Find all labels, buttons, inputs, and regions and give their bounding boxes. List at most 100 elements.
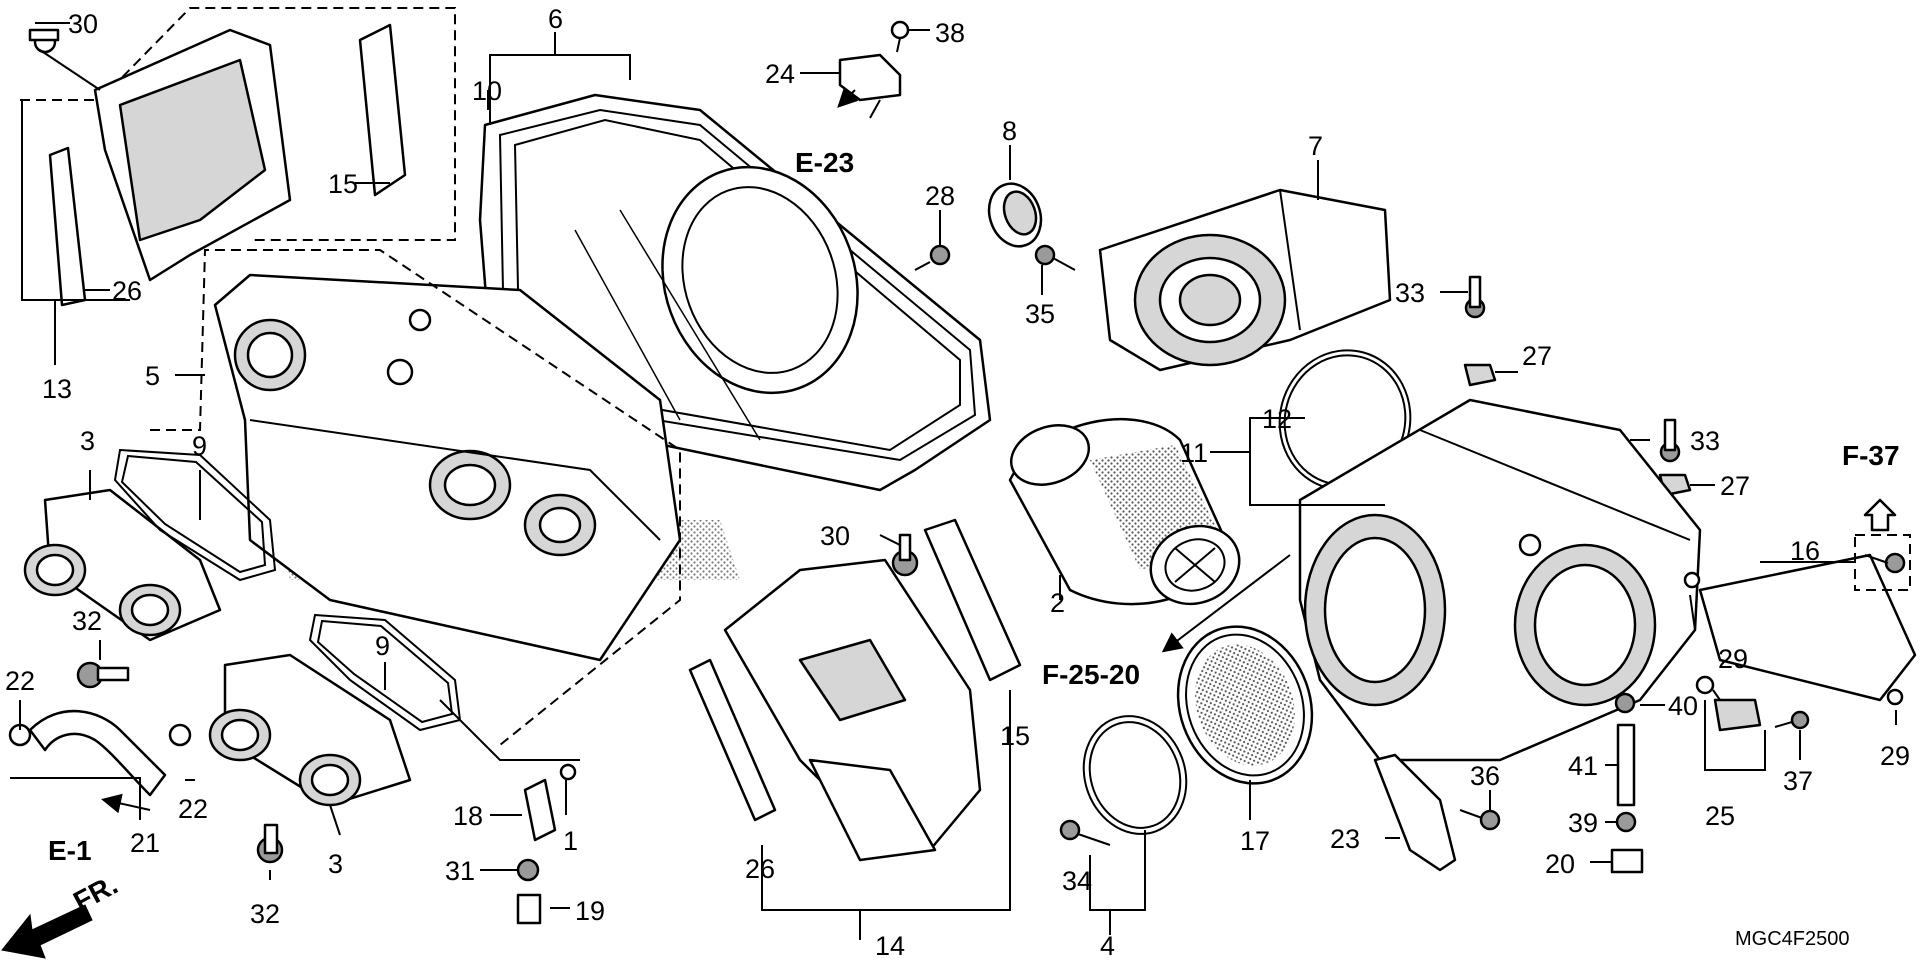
- clamp-39: [1615, 811, 1637, 833]
- washer-29-left: [1683, 571, 1701, 589]
- callout-9: 9: [375, 631, 390, 661]
- callout-9: 9: [192, 431, 207, 461]
- callout-22: 22: [5, 666, 35, 696]
- callout-30: 30: [820, 521, 850, 551]
- callout-38: 38: [935, 18, 965, 48]
- air-cleaner-housing: [1298, 398, 1702, 762]
- callout-41: 41: [1568, 751, 1598, 781]
- air-duct-cover-13: [20, 7, 456, 307]
- callout-27: 27: [1720, 471, 1750, 501]
- callout-5: 5: [145, 361, 160, 391]
- callout-29: 29: [1718, 644, 1748, 674]
- diagram-code: MGC4F2500: [1735, 928, 1850, 950]
- tube-41: [1616, 723, 1636, 807]
- callout-3: 3: [80, 426, 95, 456]
- bolt-30-lower: [891, 533, 919, 577]
- callout-19: 19: [575, 896, 605, 926]
- bracket-23: [1373, 753, 1457, 872]
- side-cover-14: [723, 558, 982, 862]
- callout-39: 39: [1568, 808, 1598, 838]
- tube-18: [523, 778, 557, 842]
- ref-f2520: F-25-20: [1042, 659, 1140, 690]
- callout-32: 32: [250, 899, 280, 929]
- callout-24: 24: [765, 59, 795, 89]
- callout-18: 18: [453, 801, 483, 831]
- callout-14: 14: [875, 931, 905, 960]
- bolt-36: [1459, 809, 1501, 831]
- callout-35: 35: [1025, 299, 1055, 329]
- callout-23: 23: [1330, 824, 1360, 854]
- clip-40: [1614, 692, 1636, 714]
- cover-plate-16: [1698, 553, 1917, 702]
- bolt-35: [1034, 244, 1076, 271]
- gasket-9-lower: [308, 613, 580, 761]
- clip-27-upper: [1463, 363, 1497, 387]
- callout-15: 15: [1000, 721, 1030, 751]
- sensor-24: [838, 20, 910, 102]
- connecting-tube-17: [1176, 625, 1314, 785]
- ref-e1: E-1: [48, 835, 92, 866]
- callout-21: 21: [130, 828, 160, 858]
- callout-31: 31: [445, 856, 475, 886]
- callout-2: 2: [1050, 588, 1065, 618]
- callout-22: 22: [178, 794, 208, 824]
- breather-hose-21: [8, 709, 192, 797]
- ref-f37: F-37: [1842, 440, 1900, 471]
- callout-7: 7: [1308, 131, 1323, 161]
- screw-28: [914, 244, 951, 271]
- ref-e23: E-23: [795, 147, 854, 178]
- intake-duct-3-upper: [23, 488, 222, 642]
- screw-37: [1774, 710, 1810, 730]
- screw-34: [1059, 819, 1111, 846]
- gasket-9-upper: [113, 448, 277, 582]
- callout-27: 27: [1522, 341, 1552, 371]
- clamp-31: [516, 858, 540, 882]
- bolt-33-lower: [1659, 418, 1681, 463]
- air-filter-element-2: [1008, 418, 1241, 606]
- callout-26: 26: [112, 276, 142, 306]
- clamp-band-4: [1082, 715, 1188, 835]
- sensor-25: [1695, 675, 1762, 732]
- callout-8: 8: [1002, 116, 1017, 146]
- callout-26: 26: [745, 854, 775, 884]
- plug-19: [516, 893, 542, 925]
- callout-17: 17: [1240, 826, 1270, 856]
- callout-3: 3: [328, 849, 343, 879]
- callout-37: 37: [1783, 766, 1813, 796]
- bolt-32-lower: [256, 823, 284, 864]
- callout-16: 16: [1790, 536, 1820, 566]
- pad-26-left: [688, 658, 777, 822]
- callout-33: 33: [1690, 426, 1720, 456]
- leader-lines: [10, 22, 1897, 940]
- callout-11: 11: [1180, 438, 1208, 468]
- callout-30: 30: [68, 9, 98, 39]
- plug-20: [1610, 848, 1644, 874]
- callout-12: 12: [1262, 404, 1292, 434]
- pad-15-right: [923, 518, 1022, 682]
- callout-4: 4: [1100, 931, 1115, 960]
- callout-40: 40: [1668, 691, 1698, 721]
- air-funnel-7: [1098, 188, 1392, 372]
- callout-25: 25: [1705, 801, 1735, 831]
- callout-28: 28: [925, 181, 955, 211]
- callout-13: 13: [42, 374, 72, 404]
- seal-ring-8: [987, 182, 1043, 248]
- intake-duct-3-lower: [208, 653, 412, 807]
- callout-10: 10: [472, 76, 502, 106]
- callout-1: 1: [563, 826, 578, 856]
- clip-1: [559, 763, 577, 781]
- callout-numbers: 30 15 26 13 6 10 5 3 9 32 22 21 22 9 3 3…: [5, 4, 1910, 960]
- air-cleaner-case-5: [150, 249, 682, 746]
- front-direction-arrow: [1, 904, 93, 959]
- callout-33: 33: [1395, 278, 1425, 308]
- washer-29-right: [1886, 688, 1904, 706]
- bolt-33-upper: [1464, 275, 1486, 319]
- callout-34: 34: [1062, 866, 1092, 896]
- callout-15: 15: [328, 169, 358, 199]
- bolt-32-upper: [76, 661, 130, 689]
- callout-32: 32: [72, 606, 102, 636]
- callout-36: 36: [1470, 761, 1500, 791]
- callout-6: 6: [548, 4, 563, 34]
- callout-29: 29: [1880, 741, 1910, 771]
